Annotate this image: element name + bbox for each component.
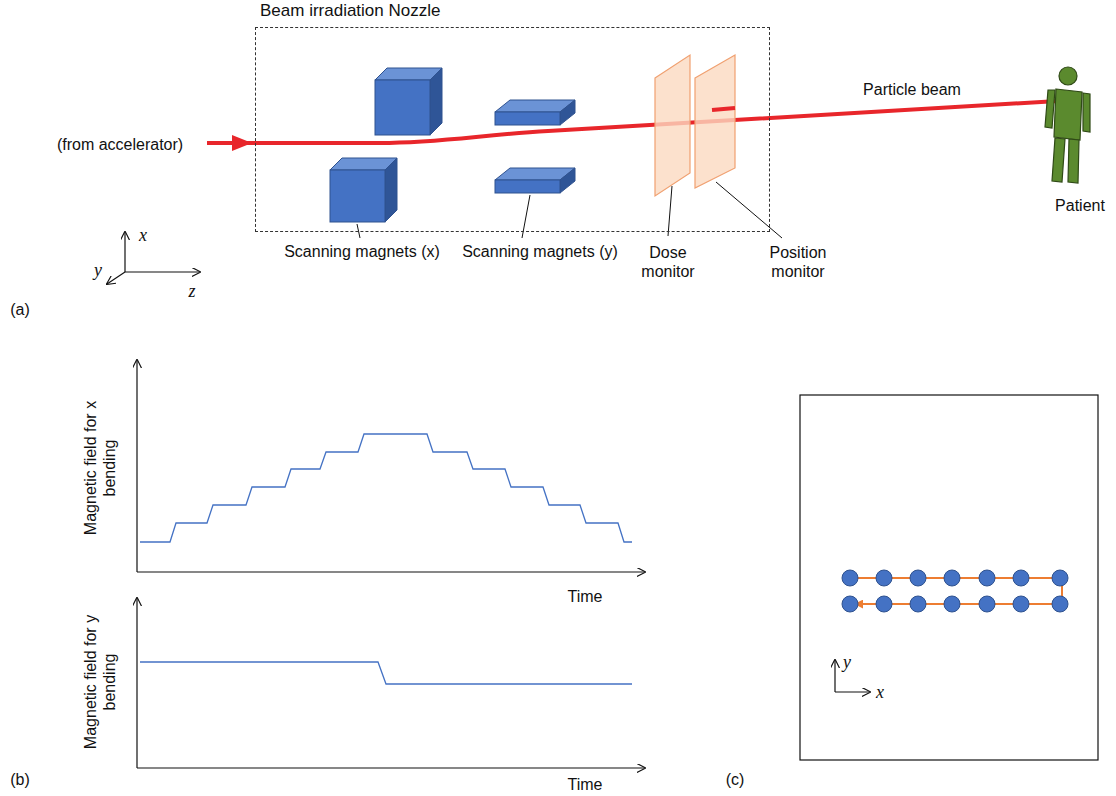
plot-axes-b (137, 360, 645, 768)
scanning-magnet-y (495, 100, 575, 193)
x-field-curve (140, 434, 632, 542)
source-label: (from accelerator) (57, 135, 183, 154)
beam-spot (876, 570, 892, 586)
part-name: Scanning magnets (y) (462, 242, 618, 261)
patient-figure (1045, 67, 1090, 183)
patient-label: Patient (1055, 196, 1105, 215)
axis-label: y (843, 652, 851, 674)
beam-label: Particle beam (863, 80, 961, 99)
panel-label: (c) (726, 770, 745, 789)
part-name: Dose monitor (628, 243, 708, 281)
beam-arrowhead (232, 135, 252, 151)
axis-label: y (94, 260, 102, 282)
panel-label: (a) (10, 300, 30, 319)
nozzle-heading: Beam irradiation Nozzle (260, 1, 440, 21)
beam-spot (910, 596, 926, 612)
beam-spot (979, 596, 995, 612)
beam-spot (1013, 570, 1029, 586)
field-curves (140, 434, 632, 684)
axis-title: Magnetic field for y bending (81, 607, 119, 757)
axes-c (835, 660, 870, 692)
particle-beam (207, 101, 1058, 143)
beam-spot (1013, 596, 1029, 612)
axis-label: x (876, 682, 884, 704)
axis-label: z (188, 281, 195, 303)
beam-spot (1052, 570, 1068, 586)
part-name: Scanning magnets (x) (284, 242, 440, 261)
axes-a (107, 232, 200, 284)
part-name: Position monitor (753, 243, 843, 281)
nozzle-boundary: Beam irradiation Nozzle (255, 27, 770, 232)
beam-spot (944, 596, 960, 612)
scanning-magnet-x (330, 68, 442, 222)
y-field-curve (140, 662, 632, 684)
axis-title: Time (568, 587, 603, 606)
position-monitor-plane (695, 55, 735, 188)
axis-label: x (139, 225, 147, 247)
leader-lines (357, 182, 782, 238)
beam-spot (944, 570, 960, 586)
beam-spot (979, 570, 995, 586)
dose-monitor-plane (655, 55, 690, 196)
beam-spot (842, 570, 858, 586)
panel-label: (b) (10, 770, 30, 789)
beam-spot (842, 596, 858, 612)
scan-panel-frame (800, 395, 1098, 760)
beam-spot (910, 570, 926, 586)
beam-spot (876, 596, 892, 612)
beam-spot (1052, 596, 1068, 612)
axis-title: Time (568, 775, 603, 794)
beam-spots (842, 570, 1068, 612)
beam-over-monitor (712, 108, 735, 110)
axis-title: Magnetic field for x bending (81, 393, 119, 543)
